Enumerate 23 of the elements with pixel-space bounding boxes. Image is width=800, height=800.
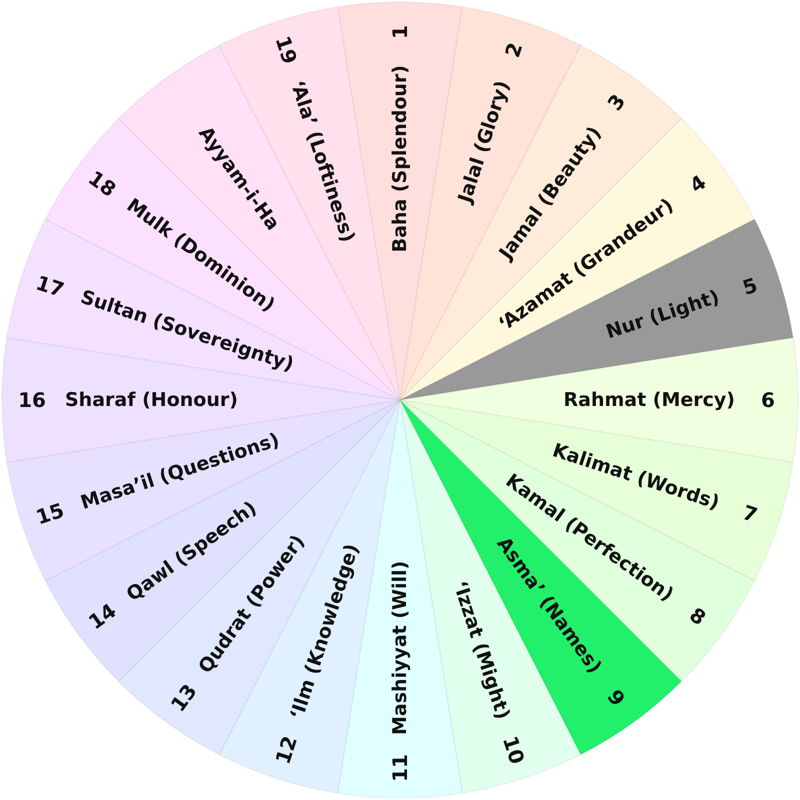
month-number: 3 <box>602 90 630 115</box>
month-number: 19 <box>270 33 302 67</box>
month-number: 18 <box>84 166 121 202</box>
month-number: 2 <box>500 40 528 60</box>
month-number: 16 <box>18 388 46 412</box>
month-number: 14 <box>84 598 121 634</box>
month-number: 15 <box>33 498 67 530</box>
month-number: 4 <box>685 170 710 198</box>
month-number: 8 <box>685 602 710 630</box>
month-number: 13 <box>166 679 202 716</box>
month-number: 6 <box>761 388 775 412</box>
month-number: 7 <box>740 500 760 528</box>
month-number: 17 <box>33 270 67 302</box>
month-number: 12 <box>270 733 302 767</box>
month-name: Rahmat (Mercy) <box>564 389 735 411</box>
month-name: Sharaf (Honour) <box>65 389 238 411</box>
month-number: 1 <box>388 25 412 39</box>
month-name: Baha (Splendour) <box>389 65 411 252</box>
month-name: Mashiyyat (Will) <box>389 560 411 735</box>
month-number: 9 <box>602 685 630 710</box>
month-number: 5 <box>740 272 760 300</box>
month-number: 10 <box>498 733 530 767</box>
month-number: 11 <box>388 754 412 782</box>
